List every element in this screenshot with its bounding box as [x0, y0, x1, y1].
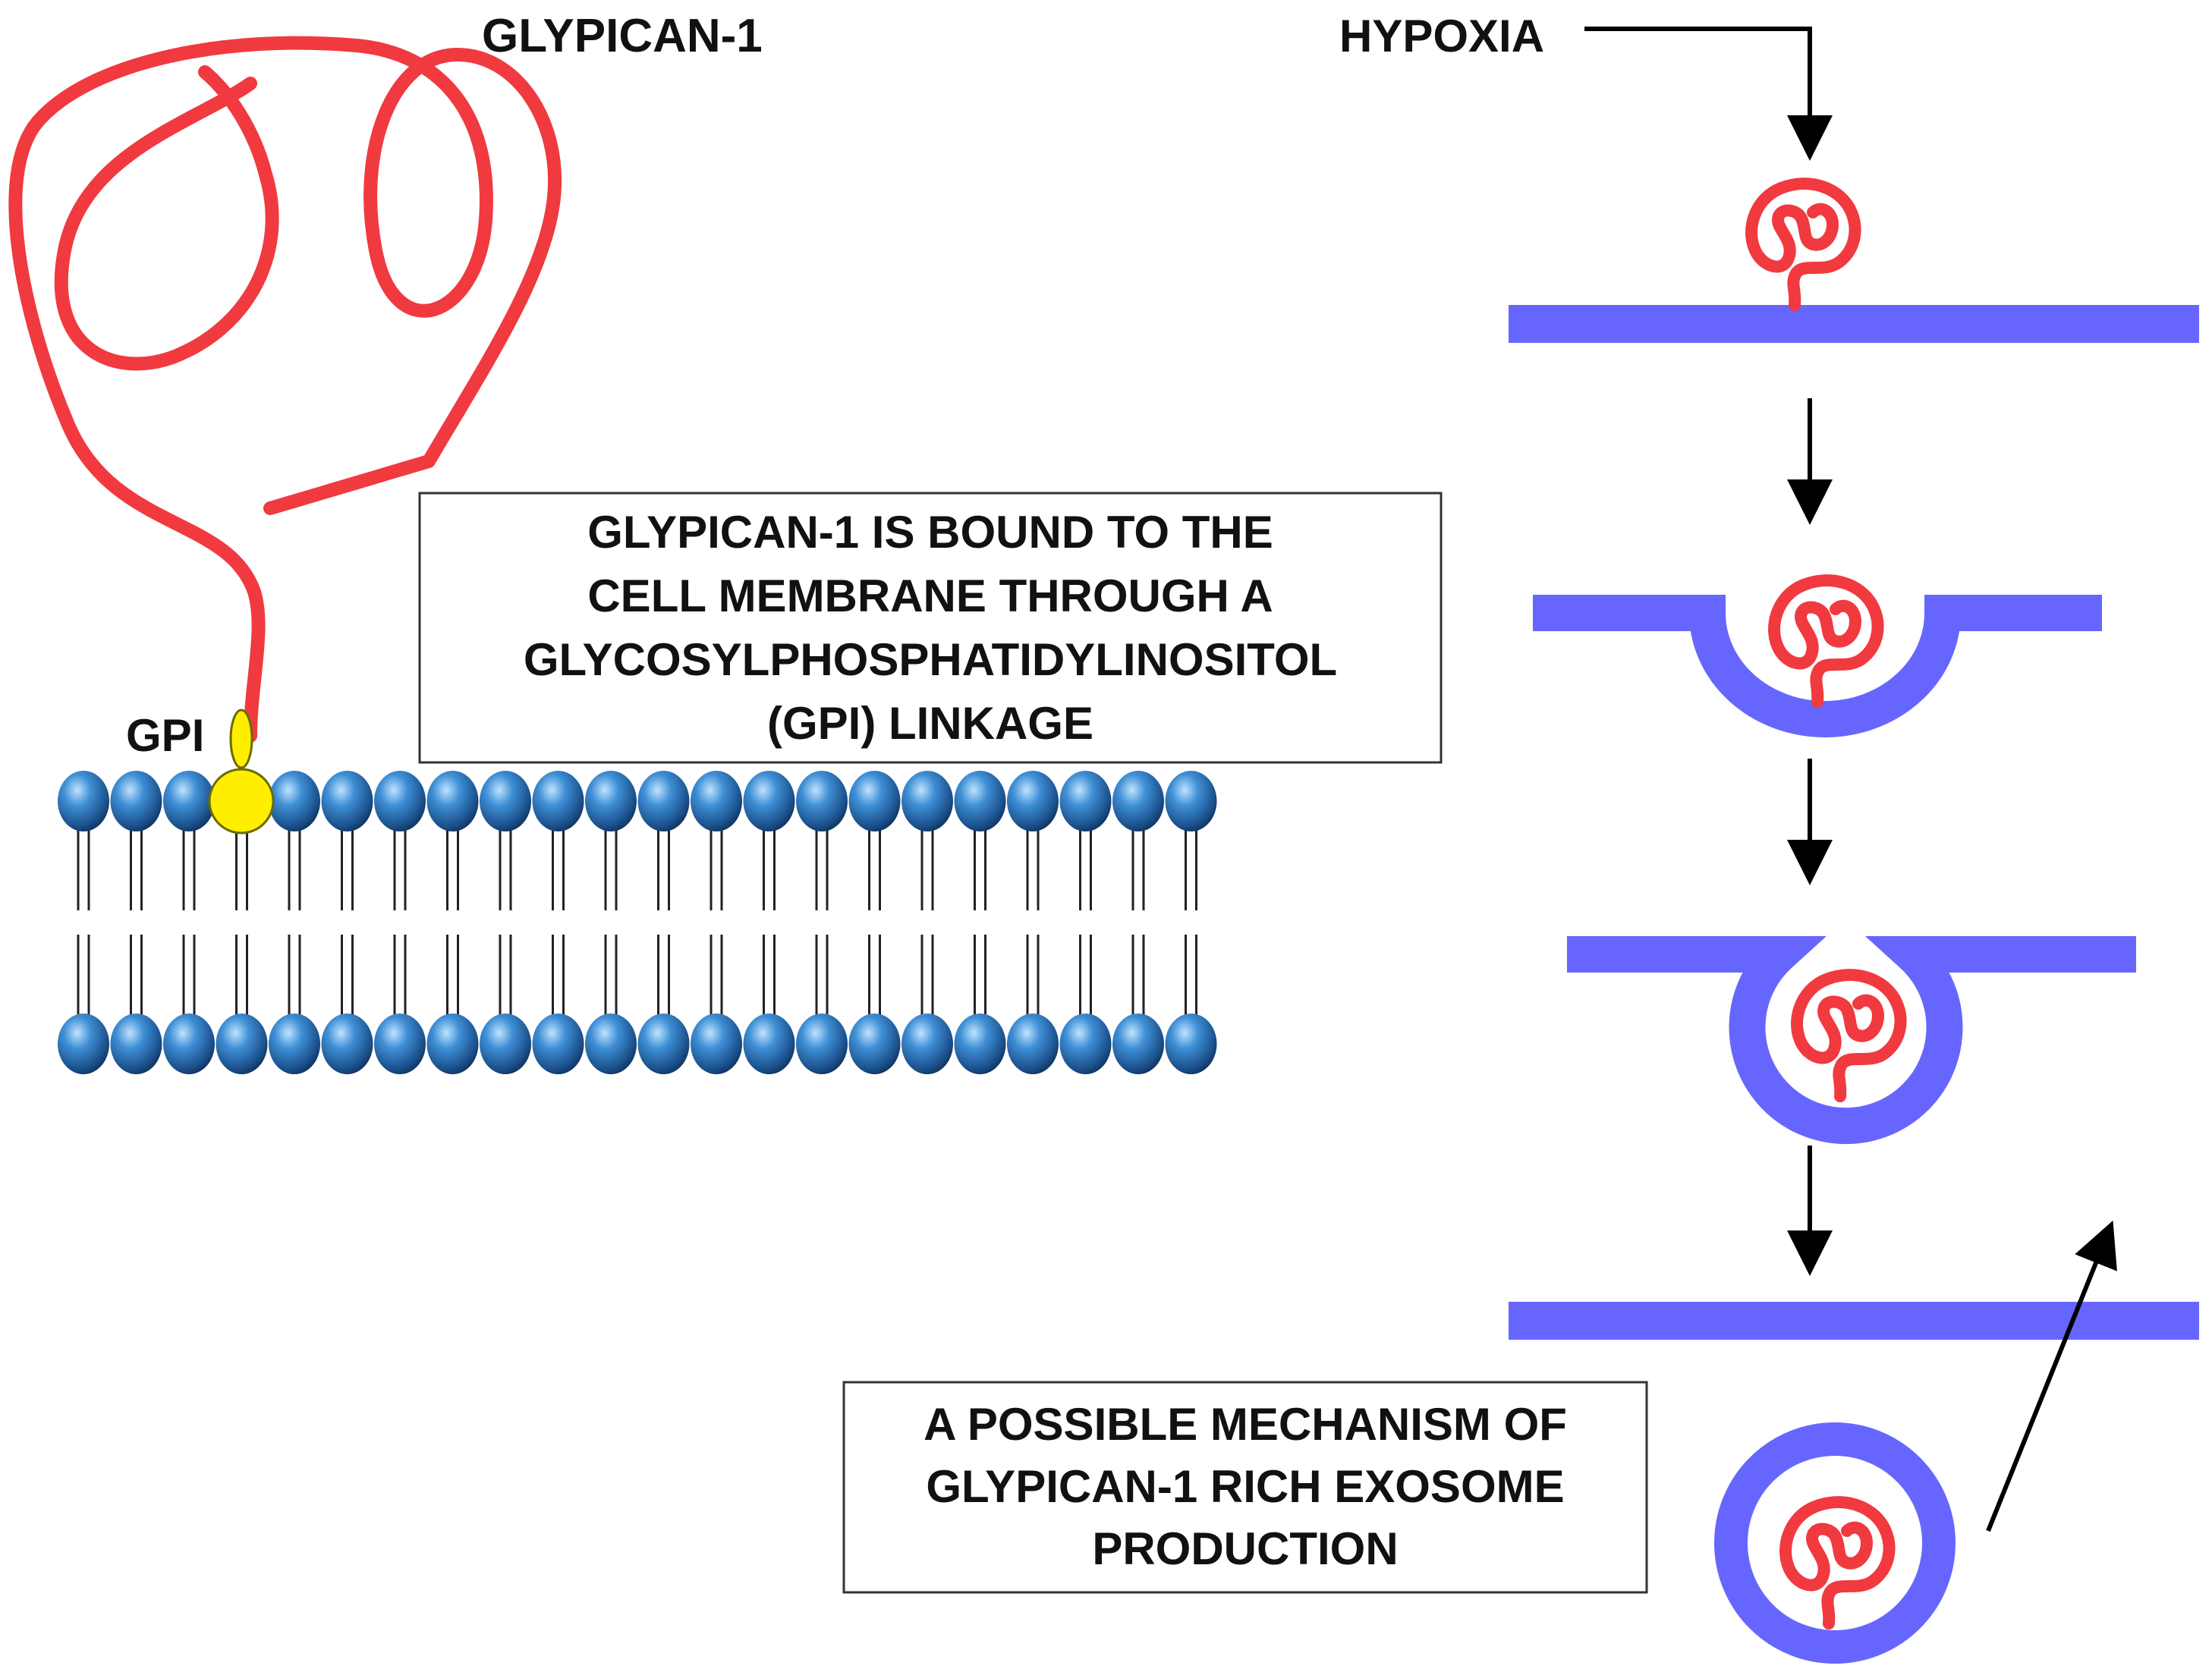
- lipid-head: [637, 771, 690, 831]
- box2-line-3: PRODUCTION: [1092, 1523, 1398, 1574]
- gpi-linkage-textbox: GLYPICAN-1 IS BOUND TO THE CELL MEMBRANE…: [418, 492, 1443, 764]
- lipid-head: [954, 1014, 1006, 1074]
- lipid-head: [585, 1014, 637, 1074]
- box2-line-2: GLYPICAN-1 RICH EXOSOME: [926, 1461, 1564, 1512]
- lipid-head: [901, 1014, 953, 1074]
- lipid-head: [1165, 771, 1217, 831]
- glypican-strand: [8, 36, 562, 743]
- lipid-head: [743, 1014, 795, 1074]
- lipid-head: [269, 1014, 320, 1074]
- lipid-head: [1059, 771, 1112, 831]
- lipid-head: [58, 771, 109, 831]
- membrane-stage-3: [1567, 936, 2136, 1145]
- lipid-head: [532, 771, 584, 831]
- lipid-head: [216, 1014, 268, 1074]
- lipid-head: [1007, 1014, 1059, 1074]
- lipid-head: [321, 771, 373, 831]
- lipid-head: [374, 771, 426, 831]
- lipid-head: [796, 771, 848, 831]
- mechanism-textbox: A POSSIBLE MECHANISM OF GLYPICAN-1 RICH …: [842, 1381, 1648, 1594]
- exosome-release-arrow: [1986, 1220, 2117, 1532]
- lipid-head: [532, 1014, 584, 1074]
- lipid-head: [637, 1014, 690, 1074]
- glypican-label: GLYPICAN-1: [482, 10, 763, 62]
- hypoxia-label: HYPOXIA: [1339, 11, 1544, 61]
- lipid-head: [1165, 1014, 1217, 1074]
- lipid-head: [848, 771, 901, 831]
- lipid-head: [1112, 1014, 1164, 1074]
- lipid-head: [321, 1014, 373, 1074]
- lipid-head: [901, 771, 953, 831]
- lipid-head: [743, 771, 795, 831]
- lipid-bilayer-icon: [58, 771, 1217, 1074]
- lipid-head: [1059, 1014, 1112, 1074]
- box1-line-1: GLYPICAN-1 IS BOUND TO THE: [587, 507, 1273, 558]
- lipid-head: [691, 771, 742, 831]
- box2-line-1: A POSSIBLE MECHANISM OF: [924, 1399, 1567, 1450]
- box1-line-3: GLYCOSYLPHOSPHATIDYLINOSITOL: [524, 634, 1337, 685]
- lipid-head: [480, 771, 531, 831]
- membrane-stage-1: [1509, 184, 2199, 343]
- hypoxia-arrow: [1584, 27, 1833, 161]
- lipid-head: [426, 1014, 479, 1074]
- exosome-vesicle: [1714, 1422, 1956, 1664]
- box1-line-2: CELL MEMBRANE THROUGH A: [587, 570, 1273, 621]
- lipid-head: [1007, 771, 1059, 831]
- lipid-head: [426, 771, 479, 831]
- lipid-head: [163, 771, 215, 831]
- gpi-label: GPI: [126, 710, 204, 761]
- gpi-anchor-icon: [208, 709, 275, 834]
- lipid-head: [269, 771, 320, 831]
- lipid-head: [163, 1014, 215, 1074]
- lipid-head: [480, 1014, 531, 1074]
- lipid-head: [796, 1014, 848, 1074]
- lipid-head: [848, 1014, 901, 1074]
- membrane-stage-4: [1509, 1302, 2199, 1340]
- lipid-head: [58, 1014, 109, 1074]
- lipid-head: [1112, 771, 1164, 831]
- box1-line-4: (GPI) LINKAGE: [767, 698, 1093, 749]
- lipid-head: [110, 771, 162, 831]
- membrane-stage-2: [1533, 580, 2102, 737]
- lipid-head: [585, 771, 637, 831]
- lipid-head: [954, 771, 1006, 831]
- lipid-head: [691, 1014, 742, 1074]
- lipid-head: [374, 1014, 426, 1074]
- lipid-head: [110, 1014, 162, 1074]
